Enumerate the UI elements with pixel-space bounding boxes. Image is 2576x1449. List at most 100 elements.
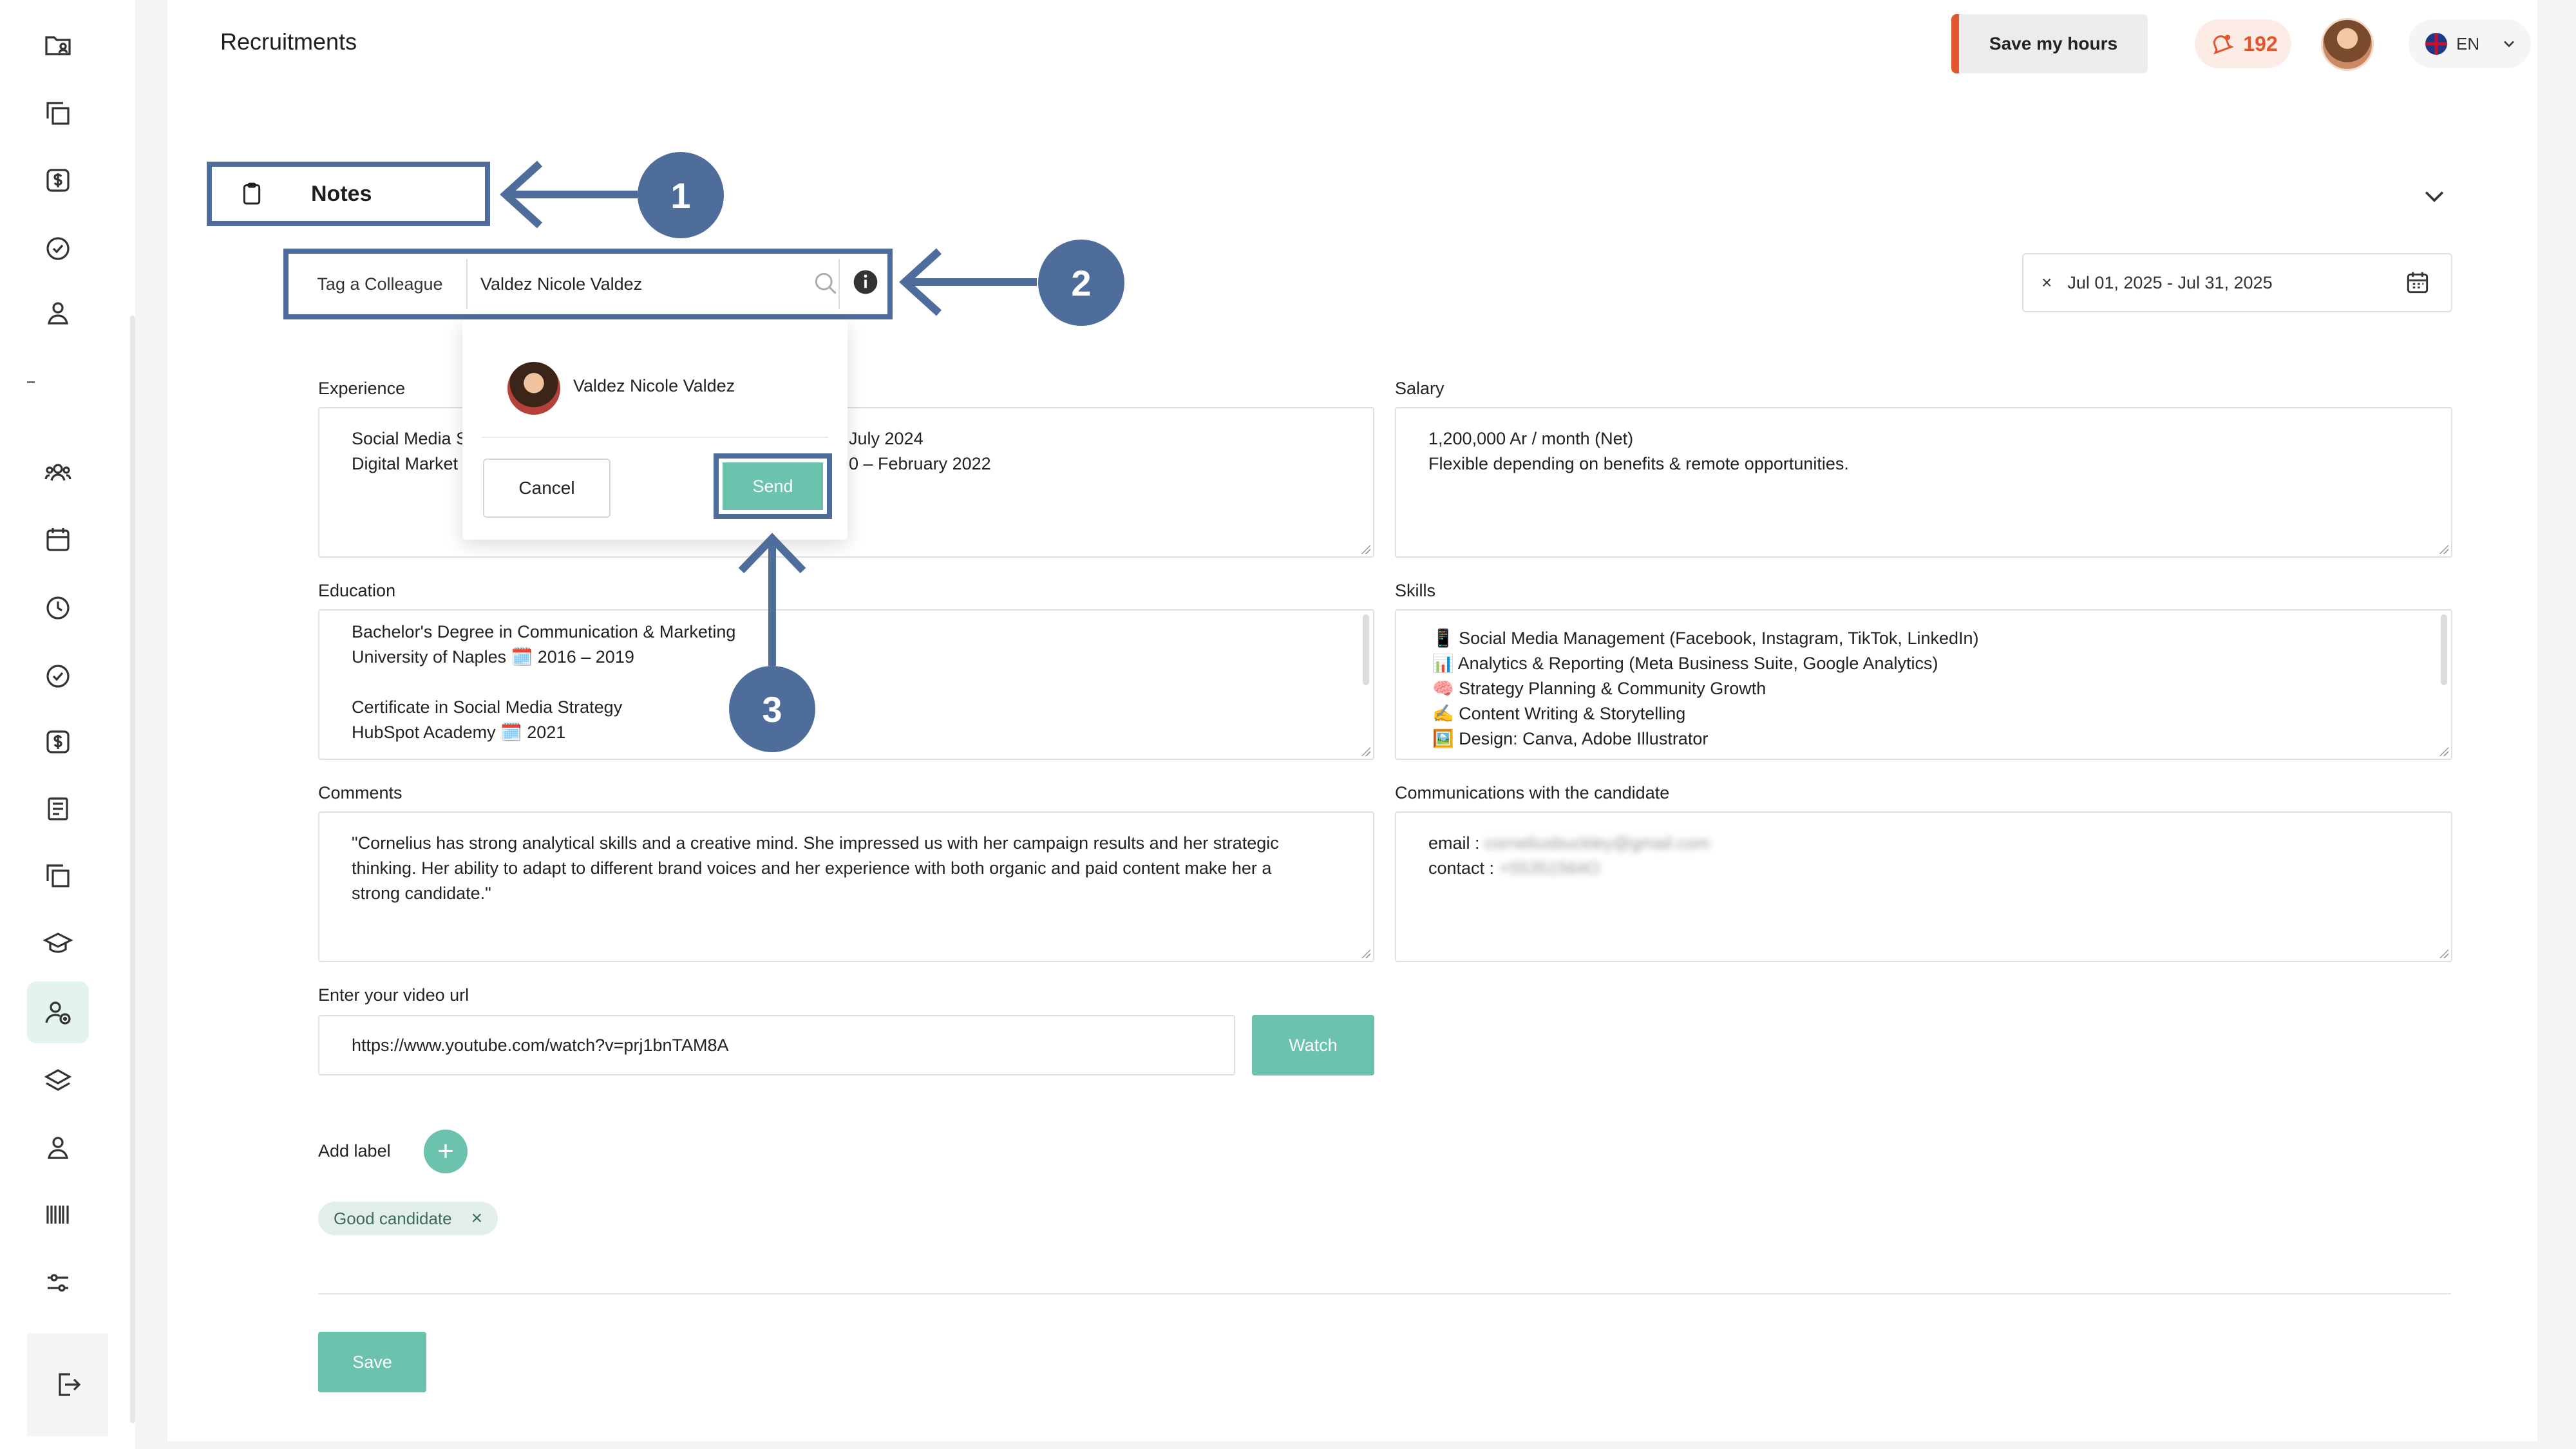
experience-line-1: Social Media S [352,429,468,448]
experience-line-1-end: July 2024 [849,429,923,448]
sidebar-divider [27,381,35,383]
sidebar-item-tasks[interactable] [27,645,89,707]
notifications-button[interactable]: 192 [2195,19,2291,68]
tag-colleague-label: Tag a Colleague [294,259,468,309]
education-label: Education [318,581,396,600]
sidebar-item-calendar[interactable] [27,509,89,571]
sidebar-item-folder-user[interactable] [27,14,89,76]
team-icon [44,464,71,481]
save-my-hours-button[interactable]: Save my hours [1951,14,2148,73]
dollar-icon [46,730,70,753]
textarea-scrollbar[interactable] [1363,614,1369,685]
calendar-icon [46,528,70,551]
sidebar-item-recruitments[interactable] [27,981,89,1043]
language-label: EN [2456,33,2480,53]
resize-handle[interactable] [2438,544,2448,554]
uk-flag-icon [2425,33,2447,55]
sidebar-item-documents[interactable] [27,845,89,907]
sidebar-item-report[interactable] [27,778,89,840]
tag-colleague-input[interactable] [480,269,802,299]
communications-label: Communications with the candidate [1395,783,1670,802]
sidebar-item-payments[interactable] [27,711,89,773]
user-avatar[interactable] [2321,18,2374,71]
comments-textarea[interactable]: "Cornelius has strong analytical skills … [318,811,1374,962]
video-url-input[interactable]: https://www.youtube.com/watch?v=prj1bnTA… [318,1015,1235,1075]
save-button[interactable]: Save [318,1332,426,1392]
sidebar-scrollbar[interactable] [130,316,135,1423]
top-header: Recruitments Save my hours 192 EN [167,0,2537,115]
sidebar-item-user[interactable] [27,282,89,344]
watch-button[interactable]: Watch [1252,1015,1374,1075]
education-line-3: Certificate in Social Media Strategy [352,697,623,717]
sidebar-item-copy[interactable] [27,82,89,144]
email-label: email : [1428,833,1480,853]
sidebar-item-layers[interactable] [27,1051,89,1113]
comments-line-1: "Cornelius has strong analytical skills … [352,833,1279,853]
notes-section-header[interactable]: Notes [207,162,490,226]
resize-handle[interactable] [1360,746,1370,756]
sidebar-item-team[interactable] [27,442,89,504]
sliders-icon [48,1274,68,1292]
experience-line-2-end: 0 – February 2022 [849,454,991,473]
sidebar-item-clock[interactable] [27,577,89,639]
search-icon[interactable] [811,269,840,298]
sidebar-item-dollar[interactable] [27,149,89,211]
sidebar-item-training[interactable] [27,913,89,975]
copy-icon [46,102,70,125]
tag-separator [838,259,840,309]
check-circle-icon [46,237,70,260]
skills-textarea[interactable]: 📱 Social Media Management (Facebook, Ins… [1395,609,2452,760]
salary-line-1: 1,200,000 Ar / month (Net) [1428,429,1634,448]
comments-line-3: strong candidate." [352,884,491,903]
chevron-down-icon [2504,41,2515,48]
bell-icon [2213,34,2235,55]
copy-icon [46,864,70,887]
salary-label: Salary [1395,379,1444,398]
send-button[interactable]: Send [723,462,823,510]
education-textarea[interactable]: Bachelor's Degree in Communication & Mar… [318,609,1374,760]
colleague-avatar[interactable] [507,362,560,415]
cancel-button[interactable]: Cancel [483,459,611,518]
info-icon[interactable] [851,268,880,296]
sidebar [0,0,135,1449]
dollar-icon [46,169,70,192]
date-range-picker[interactable]: × Jul 01, 2025 - Jul 31, 2025 [2022,253,2452,312]
user-add-icon [45,1001,71,1025]
clear-date-icon[interactable]: × [2041,272,2052,292]
remove-label-icon[interactable]: × [471,1208,483,1229]
colleague-dropdown: Valdez Nicole Valdez Cancel Send [462,319,848,540]
add-label-button[interactable]: + [424,1130,468,1173]
label-chip: Good candidate × [318,1202,498,1235]
sidebar-item-settings[interactable] [27,1252,89,1314]
callout-badge-2: 2 [1038,240,1124,326]
communications-textarea[interactable]: email : corneliusbuckley@gmail.com conta… [1395,811,2452,962]
sidebar-item-barcode[interactable] [27,1184,89,1245]
experience-label: Experience [318,379,406,398]
calendar-icon[interactable] [2403,269,2432,297]
sidebar-item-profile[interactable] [27,1117,89,1179]
notifications-count: 192 [2243,32,2278,55]
contact-value: +55351564O [1499,858,1600,878]
contact-label: contact : [1428,858,1495,878]
add-label-text: Add label [318,1141,391,1160]
textarea-scrollbar[interactable] [2441,614,2447,685]
report-icon [48,797,68,820]
barcode-icon [46,1206,69,1224]
sidebar-item-check[interactable] [27,218,89,279]
resize-handle[interactable] [1360,544,1370,554]
send-button-highlight: Send [714,453,832,519]
video-url-label: Enter your video url [318,985,469,1005]
chevron-down-icon[interactable] [2420,182,2448,210]
language-selector[interactable]: EN [2409,19,2531,68]
clock-icon [46,596,70,620]
comments-line-2: thinking. Her ability to adapt to differ… [352,858,1272,878]
resize-handle[interactable] [2438,746,2448,756]
resize-handle[interactable] [1360,948,1370,958]
logout-button[interactable] [27,1333,108,1436]
salary-textarea[interactable]: 1,200,000 Ar / month (Net) Flexible depe… [1395,407,2452,558]
resize-handle[interactable] [2438,948,2448,958]
label-chip-text: Good candidate [334,1208,452,1228]
logout-icon [59,1373,81,1396]
colleague-option-name[interactable]: Valdez Nicole Valdez [573,376,735,395]
clipboard-icon [243,182,261,205]
